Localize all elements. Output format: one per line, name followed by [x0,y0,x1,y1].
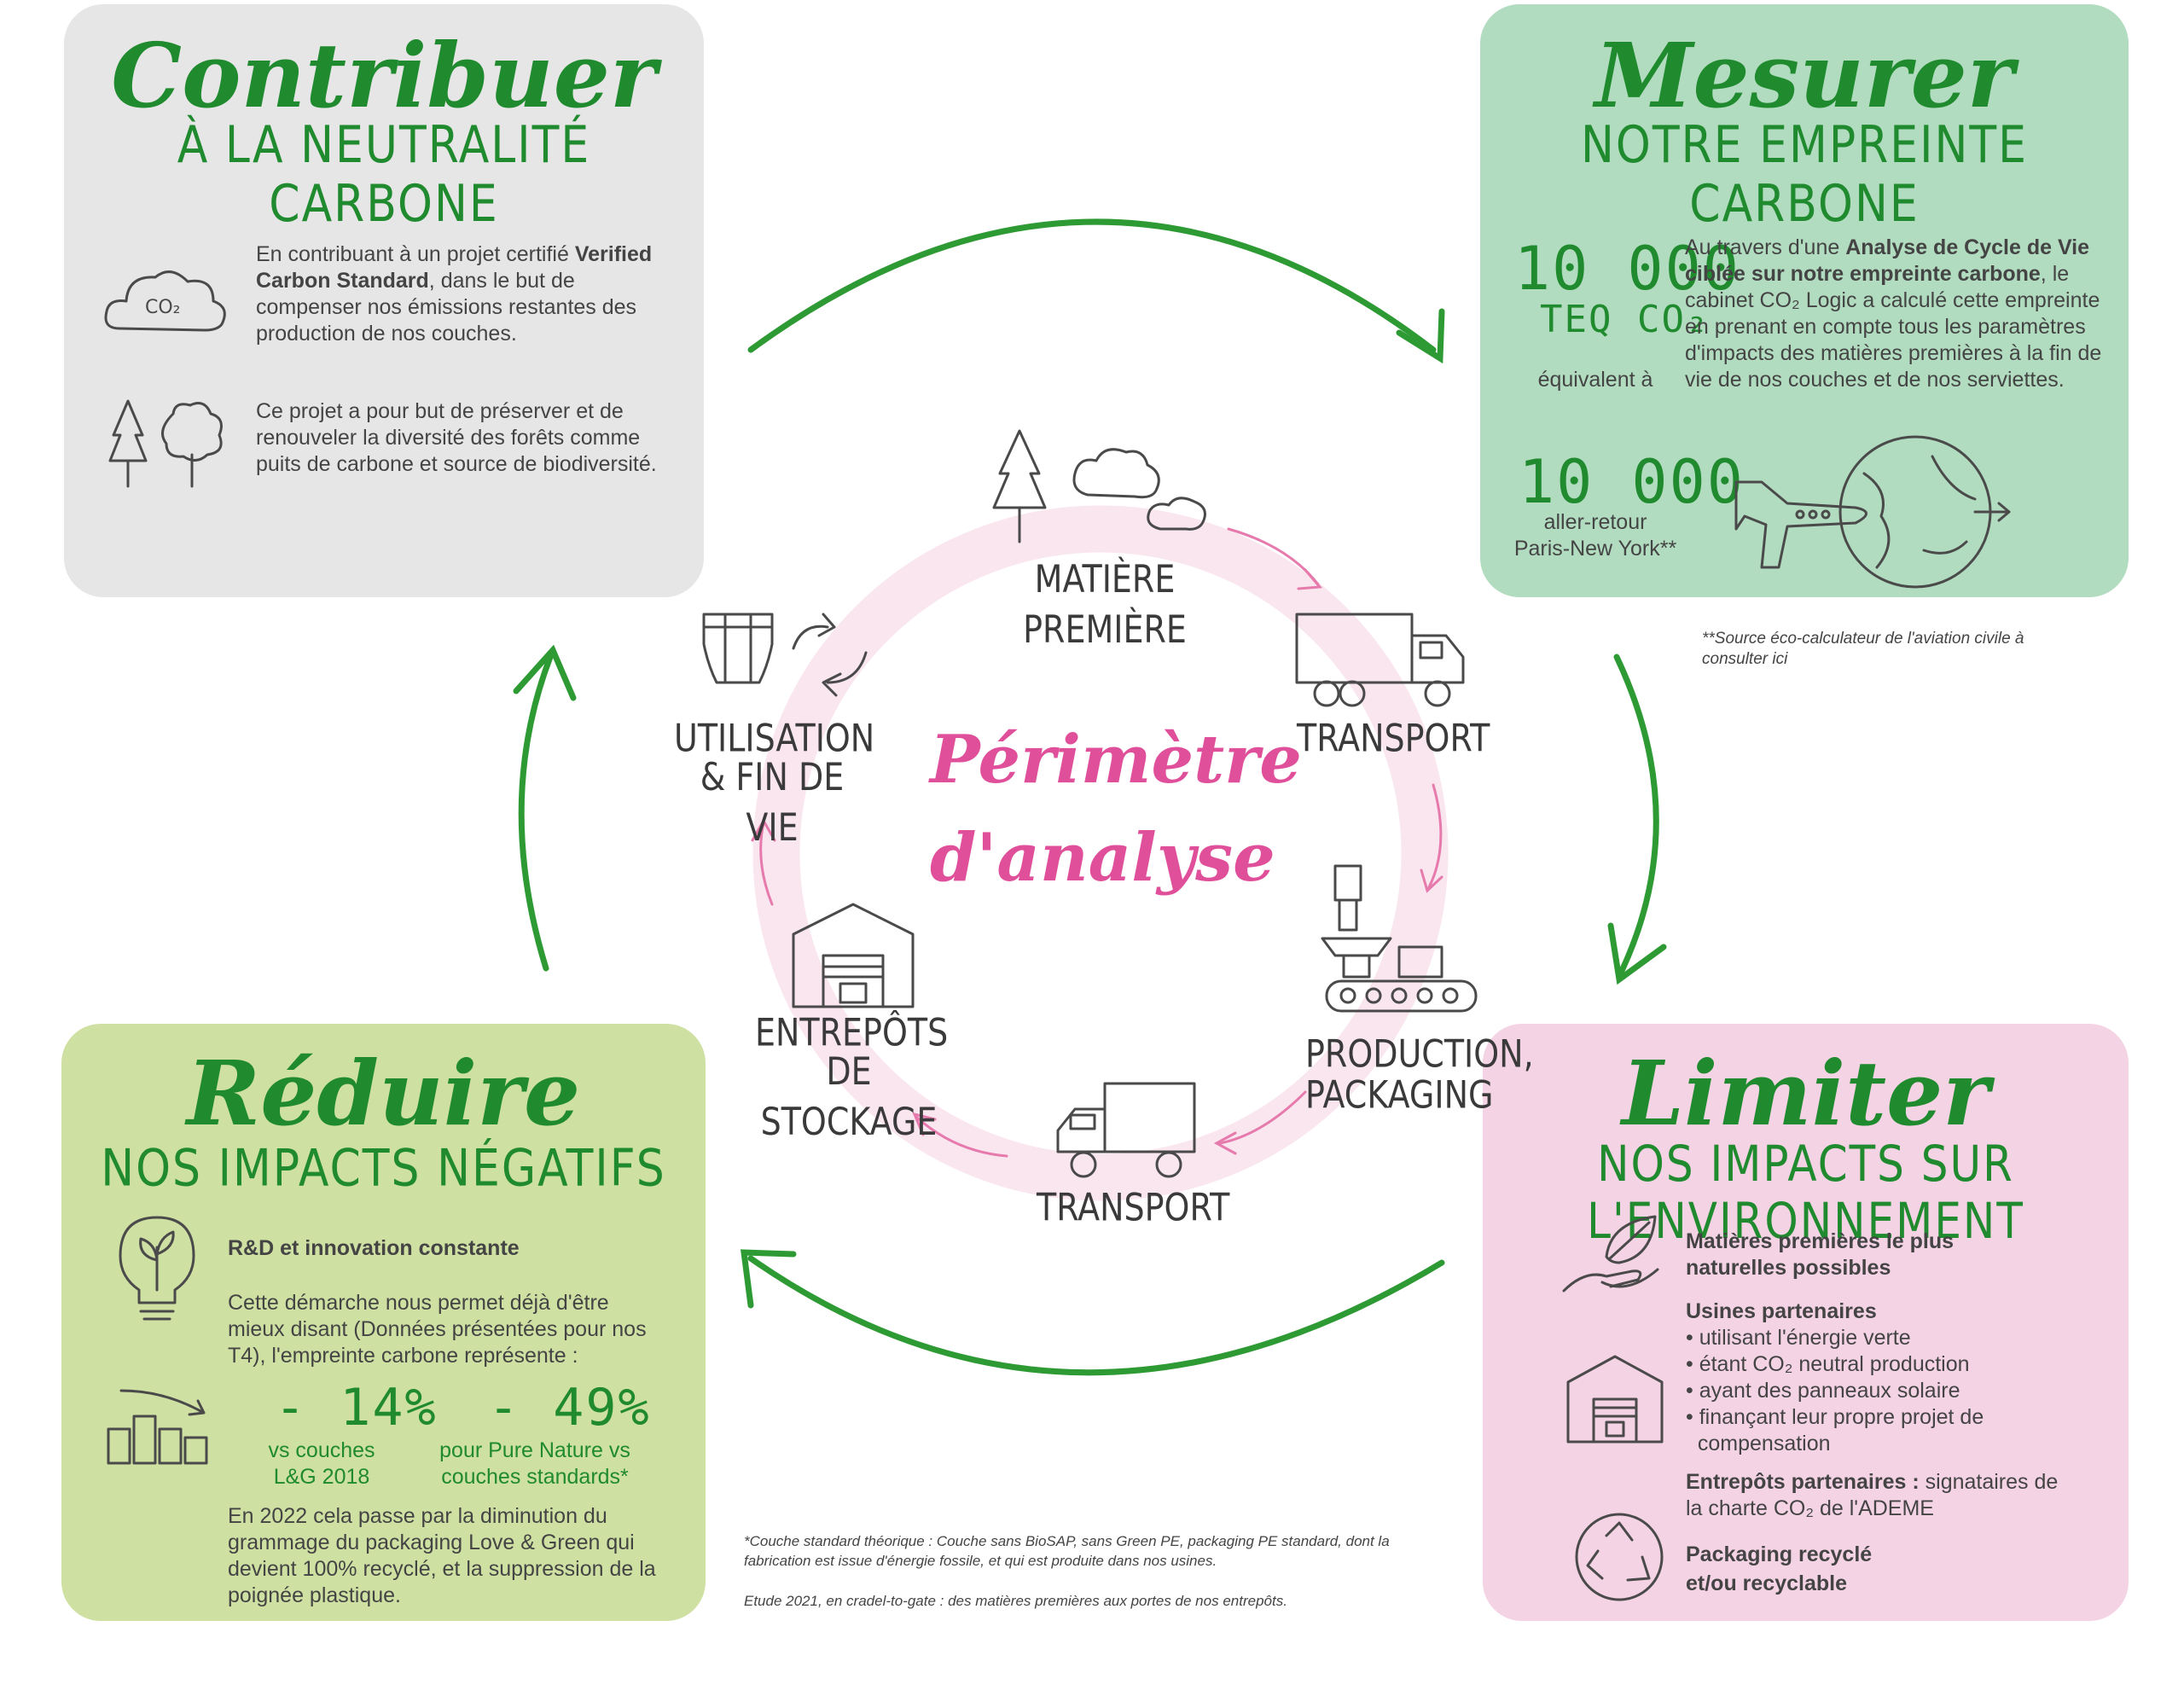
mesurer-title: Mesurer [1594,23,2014,128]
reduire-paragraph-1: Cette démarche nous permet déjà d'être m… [228,1291,647,1368]
plane-globe-icon [1734,435,2011,589]
step-transport-2: TRANSPORT [1037,1185,1230,1229]
footnote-line-1: *Couche standard théorique : Couche sans… [744,1533,1390,1569]
co2-cloud-icon: CO₂ [104,270,226,332]
reduire-stat-2: - 49% [488,1378,651,1438]
limiter-subtitle: NOS IMPACTS SUR L'ENVIRONNEMENT [1587,1136,2024,1250]
storage-warehouse-icon [792,903,915,1008]
footnote-line-2: Etude 2021, en cradel-to-gate : des mati… [744,1593,1287,1609]
arrow-left [518,654,554,972]
limiter-item-4: Packaging recyclé et/ou recyclable [1686,1542,1873,1595]
mesurer-subtitle: NOTRE EMPREINTE CARBONE [1580,116,2029,234]
limiter-bullet: • finançant leur propre projet de [1686,1405,1984,1429]
arrow-right [1613,654,1659,976]
card-limiter: Limiter NOS IMPACTS SUR L'ENVIRONNEMENT … [1483,1024,2129,1621]
limiter-bullet: • utilisant l'énergie verte [1686,1326,1911,1350]
limiter-item-2-bullets: • utilisant l'énergie verte • étant CO₂ … [1686,1325,2078,1457]
recycle-icon [1575,1513,1664,1601]
truck-icon [1295,613,1465,707]
limiter-item-2-title: Usines partenaires [1686,1299,1877,1323]
step-transport-1: TRANSPORT [1297,716,1490,760]
mesurer-big-number-2: 10 000 [1519,447,1745,517]
mesurer-trip-1: aller-retour [1543,510,1647,534]
step-utilisation-1: UTILISATION [674,716,875,760]
limiter-bullet: • étant CO₂ neutral production [1686,1352,1970,1376]
contribuer-paragraph-1: En contribuant à un projet certifié Veri… [256,242,653,346]
arrow-bottom [747,1255,1445,1376]
reduire-stat-2-label: pour Pure Nature vs couches standards* [439,1438,630,1489]
mesurer-equivalent: équivalent à [1537,368,1653,392]
step-utilisation-2: & FIN DE VIE [700,754,845,850]
reduire-stat-1: - 14% [275,1378,438,1438]
pink-ring [752,505,1449,1201]
declining-chart-icon [107,1389,208,1465]
reduire-stat-1-label: vs couches L&G 2018 [268,1438,375,1489]
reduire-title: Réduire [186,1041,581,1146]
step-production-1: PRODUCTION, [1305,1031,1534,1076]
contribuer-paragraph-2: Ce projet a pour but de préserver et de … [256,399,657,476]
trees-icon [108,399,223,488]
lightbulb-plant-icon [119,1216,195,1321]
mesurer-unit: TEQ CO₂ [1540,298,1711,341]
limiter-item-1: Matières premières le plus naturelles po… [1686,1229,1955,1280]
arrow-right-head [1607,922,1667,985]
limiter-item-3: Entrepôts partenaires : signataires de l… [1686,1470,2059,1520]
step-entrepots-2: DE STOCKAGE [760,1049,938,1144]
arrow-top-head [1396,308,1445,364]
step-production-2: PACKAGING [1305,1072,1494,1117]
contribuer-title: Contribuer [111,23,657,128]
limiter-title: Limiter [1621,1041,1990,1146]
limiter-bullet: • ayant des panneaux solaire [1686,1379,1960,1403]
mesurer-trip-2: Paris-New York** [1513,537,1677,561]
co2-label: CO₂ [145,297,181,318]
mesurer-big-number-1: 10 000 [1514,234,1740,304]
hand-leaf-icon [1562,1215,1659,1293]
reduire-subtitle: NOS IMPACTS NÉGATIFS [101,1139,666,1199]
reduire-paragraph-2: En 2022 cela passe par la diminution du … [228,1504,656,1607]
reduire-rd: R&D et innovation constante [228,1236,520,1260]
factory-robot-icon [1321,864,1478,1013]
cycle-title-line-2: d'analyse [930,819,1275,897]
warehouse-icon [1566,1355,1664,1444]
step-matiere-premiere: MATIÈRE PREMIÈRE [1023,556,1187,652]
card-reduire: Réduire NOS IMPACTS NÉGATIFS R&D et inno… [61,1024,706,1621]
contribuer-subtitle: À LA NEUTRALITÉ CARBONE [177,116,591,234]
mesurer-paragraph: Au travers d'une Analyse de Cycle de Vie… [1685,235,2102,392]
limiter-bullet: compensation [1686,1432,1831,1455]
card-contribuer: Contribuer À LA NEUTRALITÉ CARBONE CO₂ E… [64,4,704,597]
mesurer-source-note[interactable]: **Source éco-calculateur de l'aviation c… [1702,630,2024,668]
raw-material-icon [992,429,1206,543]
arrow-left-head [513,644,577,701]
card-mesurer: Mesurer NOTRE EMPREINTE CARBONE 10 000 T… [1480,4,2129,597]
cycle-title-line-1: Périmètre [930,721,1302,799]
arrow-bottom-head [741,1249,797,1309]
van-icon [1056,1082,1196,1178]
arrow-top [747,218,1437,353]
diaper-recycle-icon [702,613,868,697]
step-entrepots-1: ENTREPÔTS [755,1010,949,1054]
